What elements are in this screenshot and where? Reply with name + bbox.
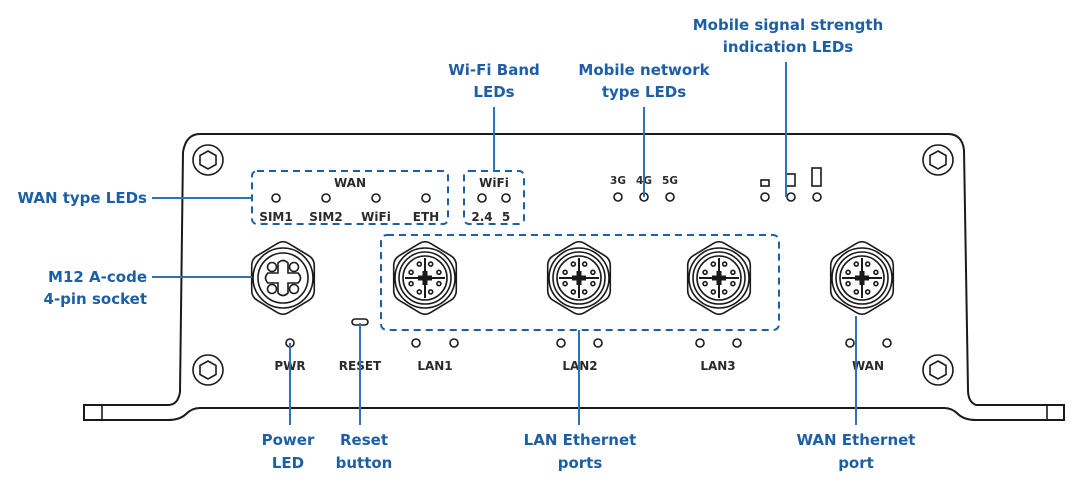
screw-top-right xyxy=(922,144,954,176)
signal-bar-1-icon xyxy=(760,179,770,187)
screw-bottom-right xyxy=(922,354,954,386)
leader-lines xyxy=(152,62,857,425)
callout-wan-port-line1: WAN Ethernet xyxy=(797,431,916,449)
wifi-group-label: WiFi xyxy=(479,176,509,190)
connectors xyxy=(250,240,895,316)
callout-signal-line1: Mobile signal strength xyxy=(693,16,884,34)
led-lan1-b xyxy=(449,338,459,348)
callout-power-line2: LED xyxy=(272,454,304,472)
label-eth: ETH xyxy=(413,210,439,224)
label-wifi: WiFi xyxy=(361,210,391,224)
label-lan1: LAN1 xyxy=(417,359,452,373)
wan-group-label: WAN xyxy=(334,176,366,190)
led-lan1-a xyxy=(411,338,421,348)
callout-m12-line1: M12 A-code xyxy=(48,268,147,286)
label-wifi-5: 5 xyxy=(502,210,510,224)
led-wifi-5 xyxy=(501,193,511,203)
callout-reset-line1: Reset xyxy=(340,431,388,449)
callout-mobile-network-line2: type LEDs xyxy=(602,83,686,101)
screw-top-left xyxy=(192,144,224,176)
m12-power-socket[interactable] xyxy=(250,240,316,316)
callout-wan-type-leds: WAN type LEDs xyxy=(17,189,147,207)
led-wifi-2-4 xyxy=(477,193,487,203)
callout-power-line1: Power xyxy=(262,431,315,449)
lan-ports-group xyxy=(380,234,780,331)
label-wifi-2-4: 2.4 xyxy=(471,210,492,224)
led-lan2-a xyxy=(556,338,566,348)
led-5g xyxy=(665,192,675,202)
screw-bottom-left xyxy=(192,354,224,386)
label-sim1: SIM1 xyxy=(259,210,292,224)
led-signal-3 xyxy=(812,192,822,202)
led-lan3-b xyxy=(732,338,742,348)
lan3-port[interactable] xyxy=(686,240,752,316)
led-signal-1 xyxy=(760,192,770,202)
device-body xyxy=(83,133,1065,421)
wan-port[interactable] xyxy=(829,240,895,316)
lan2-port[interactable] xyxy=(546,240,612,316)
label-3g: 3G xyxy=(610,175,626,187)
led-wan-b xyxy=(882,338,892,348)
lan1-port[interactable] xyxy=(392,240,458,316)
label-lan3: LAN3 xyxy=(700,359,735,373)
callout-reset-line2: button xyxy=(336,454,393,472)
label-wan: WAN xyxy=(852,359,884,373)
callout-signal-line2: indication LEDs xyxy=(723,38,853,56)
chassis-outline xyxy=(83,133,1065,421)
led-eth xyxy=(421,193,431,203)
callout-wan-port-line2: port xyxy=(838,454,874,472)
led-3g xyxy=(613,192,623,202)
led-wifi xyxy=(371,193,381,203)
callout-m12-line2: 4-pin socket xyxy=(44,290,147,308)
callout-lan-line1: LAN Ethernet xyxy=(524,431,637,449)
signal-strength-led-group xyxy=(760,167,822,202)
led-signal-2 xyxy=(786,192,796,202)
callout-wifi-band-line2: LEDs xyxy=(473,83,514,101)
signal-bar-2-icon xyxy=(785,173,796,187)
led-lan3-a xyxy=(695,338,705,348)
wifi-band-led-group: WiFi 2.4 5 xyxy=(463,170,525,225)
led-sim1 xyxy=(271,193,281,203)
callout-lan-line2: ports xyxy=(558,454,603,472)
led-wan-a xyxy=(845,338,855,348)
label-sim2: SIM2 xyxy=(309,210,342,224)
signal-bar-3-icon xyxy=(811,167,822,187)
label-5g: 5G xyxy=(662,175,678,187)
led-sim2 xyxy=(321,193,331,203)
wan-type-led-group: WAN SIM1 SIM2 WiFi ETH xyxy=(251,170,449,225)
callout-wifi-band-line1: Wi-Fi Band xyxy=(448,61,540,79)
callout-mobile-network-line1: Mobile network xyxy=(578,61,710,79)
led-lan2-b xyxy=(593,338,603,348)
